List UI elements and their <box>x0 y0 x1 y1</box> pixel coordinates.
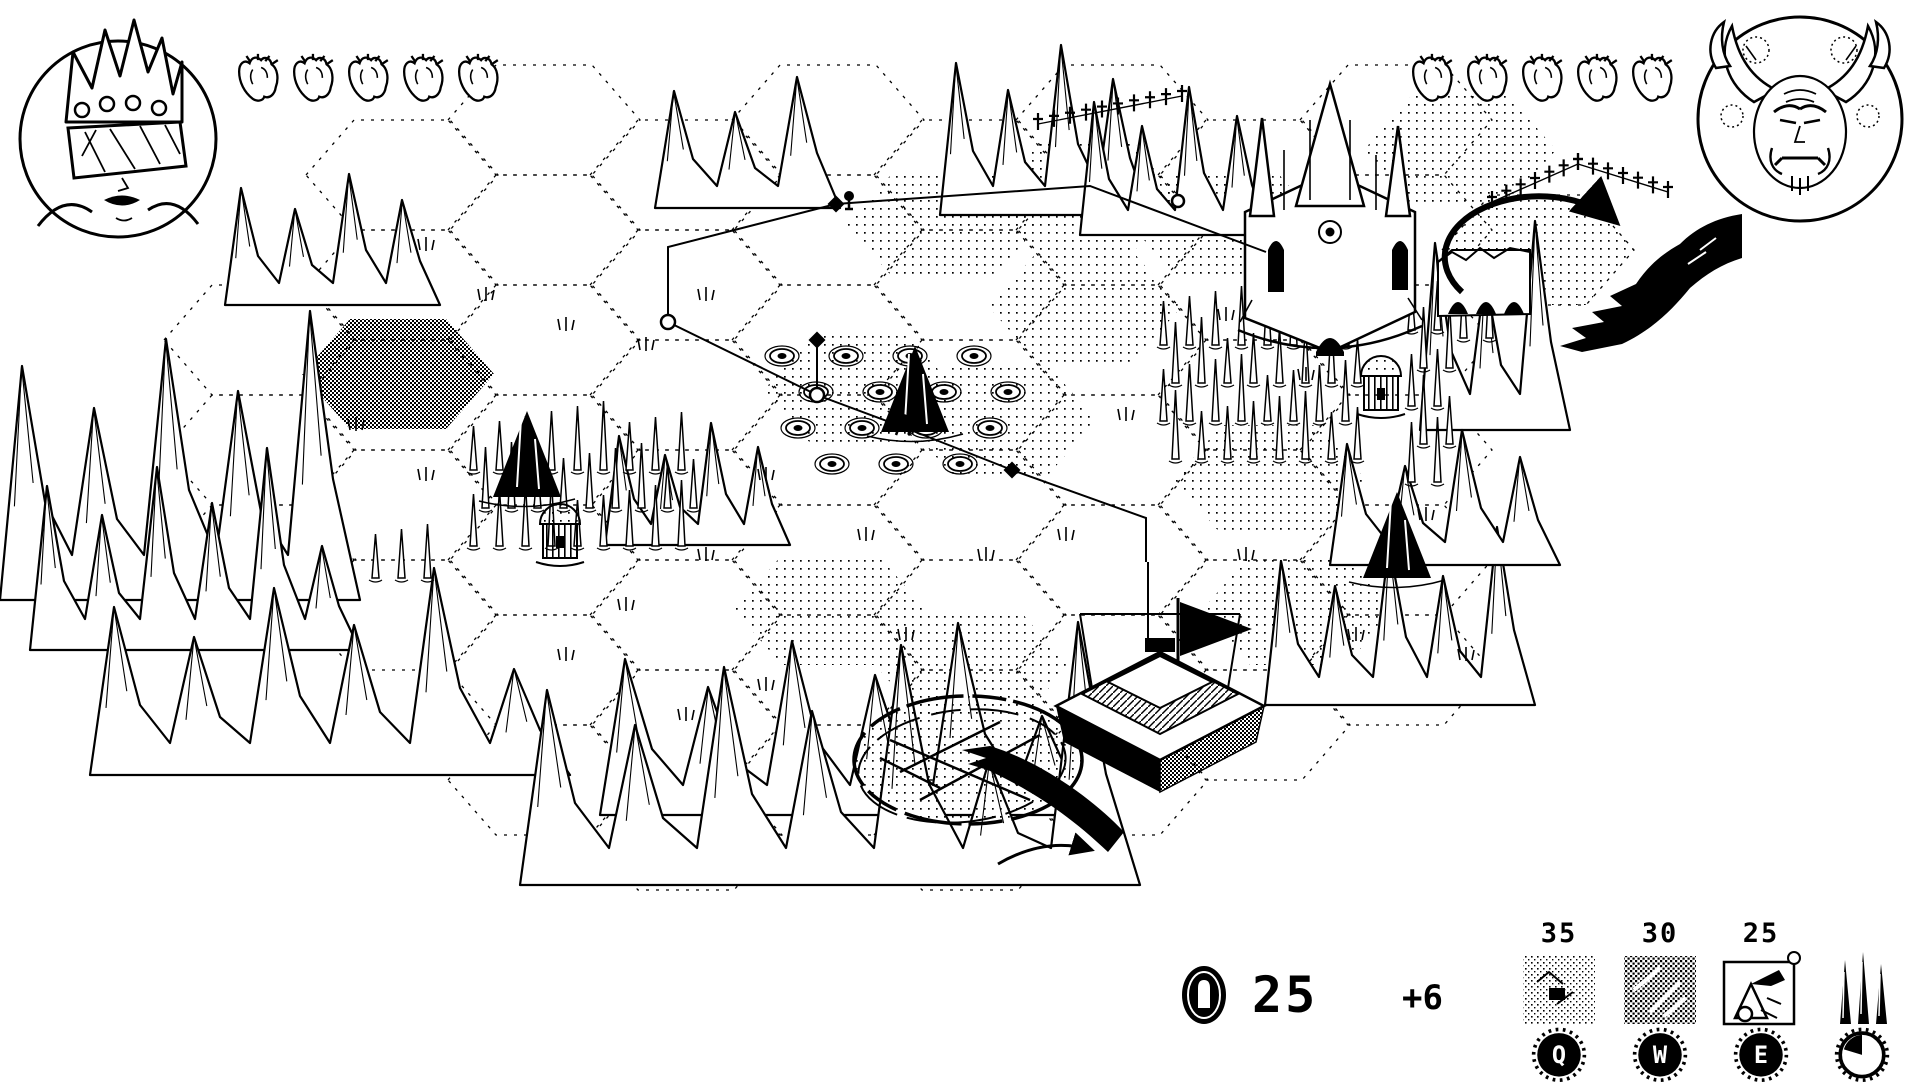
claw-swipe <box>962 746 1124 852</box>
path-node <box>659 313 677 331</box>
graveyard-fences <box>1033 85 1673 208</box>
textured-hex[interactable] <box>876 611 1068 721</box>
eye-icon <box>891 461 901 467</box>
hex-tile[interactable] <box>731 64 925 176</box>
path-node <box>808 386 826 404</box>
enemy-sprite <box>894 414 912 436</box>
cycle-arrow <box>1441 175 1621 295</box>
mouth <box>104 195 140 206</box>
eye-icon <box>939 389 949 395</box>
crown-icon <box>64 18 184 124</box>
heart-icon <box>1631 53 1673 102</box>
enemy-sprite <box>844 191 854 211</box>
dirt-ground-icon[interactable] <box>1519 950 1599 1030</box>
key-badge: Q <box>1530 1024 1588 1082</box>
eye-icon <box>875 389 885 395</box>
key-badge: E <box>1732 1024 1790 1082</box>
heart-icon <box>1466 53 1508 102</box>
heart-icon <box>292 53 334 102</box>
hex-tile[interactable] <box>1157 669 1351 781</box>
gold-counter: 25 <box>1180 964 1318 1026</box>
horns-icon <box>1709 19 1891 104</box>
heart-icon <box>347 53 389 102</box>
textured-hex[interactable] <box>1364 95 1556 205</box>
gold-value: 25 <box>1252 966 1319 1024</box>
heart-icon <box>237 53 279 102</box>
king-portrait <box>18 18 218 239</box>
mountain-ridges <box>0 43 1572 887</box>
textured-hex[interactable] <box>734 555 926 665</box>
king-hearts <box>236 52 502 108</box>
card-price: 30 <box>1641 918 1679 949</box>
eye-icon <box>1003 389 1013 395</box>
eye-icon <box>777 353 787 359</box>
cave-icon <box>1363 492 1431 578</box>
gold-income: +6 <box>1402 978 1443 1018</box>
hex-tile[interactable] <box>589 229 783 341</box>
eye-icon <box>841 353 851 359</box>
eye-icon <box>857 425 867 431</box>
heart-icon <box>402 53 444 102</box>
path-node <box>1170 193 1186 209</box>
ruined-gate <box>1437 246 1531 318</box>
key-W-icon: W <box>1632 1027 1688 1082</box>
path-node <box>827 195 845 213</box>
shop-card-spike-trap[interactable] <box>1819 920 1905 1082</box>
mouse-icon <box>1834 1027 1890 1082</box>
key-badge <box>1833 1024 1891 1082</box>
heart-icon <box>1411 53 1453 102</box>
key-Q-icon: Q <box>1531 1027 1587 1082</box>
catapult-tower-icon[interactable] <box>1721 950 1801 1030</box>
demon-hand <box>1560 214 1742 352</box>
watchtower-icon <box>538 503 582 525</box>
eye-icon <box>969 353 979 359</box>
path-node <box>808 331 826 349</box>
eye-icon <box>793 425 803 431</box>
hex-tile[interactable] <box>447 174 641 286</box>
eye-icon <box>827 461 837 467</box>
heart-icon <box>1521 53 1563 102</box>
cathedral <box>1237 79 1423 356</box>
svg-text:Q: Q <box>1552 1041 1566 1069</box>
rubble-ground-icon[interactable] <box>1620 950 1700 1030</box>
path-node <box>1003 461 1021 479</box>
textured-hex[interactable] <box>989 252 1181 362</box>
card-price: 35 <box>1540 918 1578 949</box>
blindfold <box>66 120 188 180</box>
textured-hex[interactable] <box>1174 425 1366 535</box>
watchtower-icon <box>1359 355 1403 377</box>
enemy-path <box>659 184 1267 562</box>
heart-icon <box>1576 53 1618 102</box>
eye-icon <box>985 425 995 431</box>
cave-icon <box>493 411 561 497</box>
hex-tile[interactable] <box>589 339 783 451</box>
summon-scribble <box>852 694 1124 866</box>
demon-claimed-hex <box>1441 175 1742 352</box>
svg-text:E: E <box>1754 1041 1768 1069</box>
eye-icon <box>955 461 965 467</box>
key-E-icon: E <box>1733 1027 1789 1082</box>
gold-coin-icon <box>1182 966 1226 1024</box>
caves <box>478 346 1446 589</box>
swipe-arrow <box>997 832 1095 866</box>
demon-portrait <box>1696 15 1904 223</box>
textured-hex[interactable] <box>302 319 494 429</box>
watchtowers <box>535 355 1406 567</box>
cave-icon <box>881 346 949 432</box>
card-price: 25 <box>1742 918 1780 949</box>
svg-text:W: W <box>1653 1041 1668 1069</box>
spike-trap-icon[interactable] <box>1822 950 1902 1030</box>
build-site <box>1053 562 1267 794</box>
key-badge: W <box>1631 1024 1689 1082</box>
demon-hearts <box>1410 52 1676 108</box>
heart-icon <box>457 53 499 102</box>
flag-marker <box>1180 602 1252 656</box>
